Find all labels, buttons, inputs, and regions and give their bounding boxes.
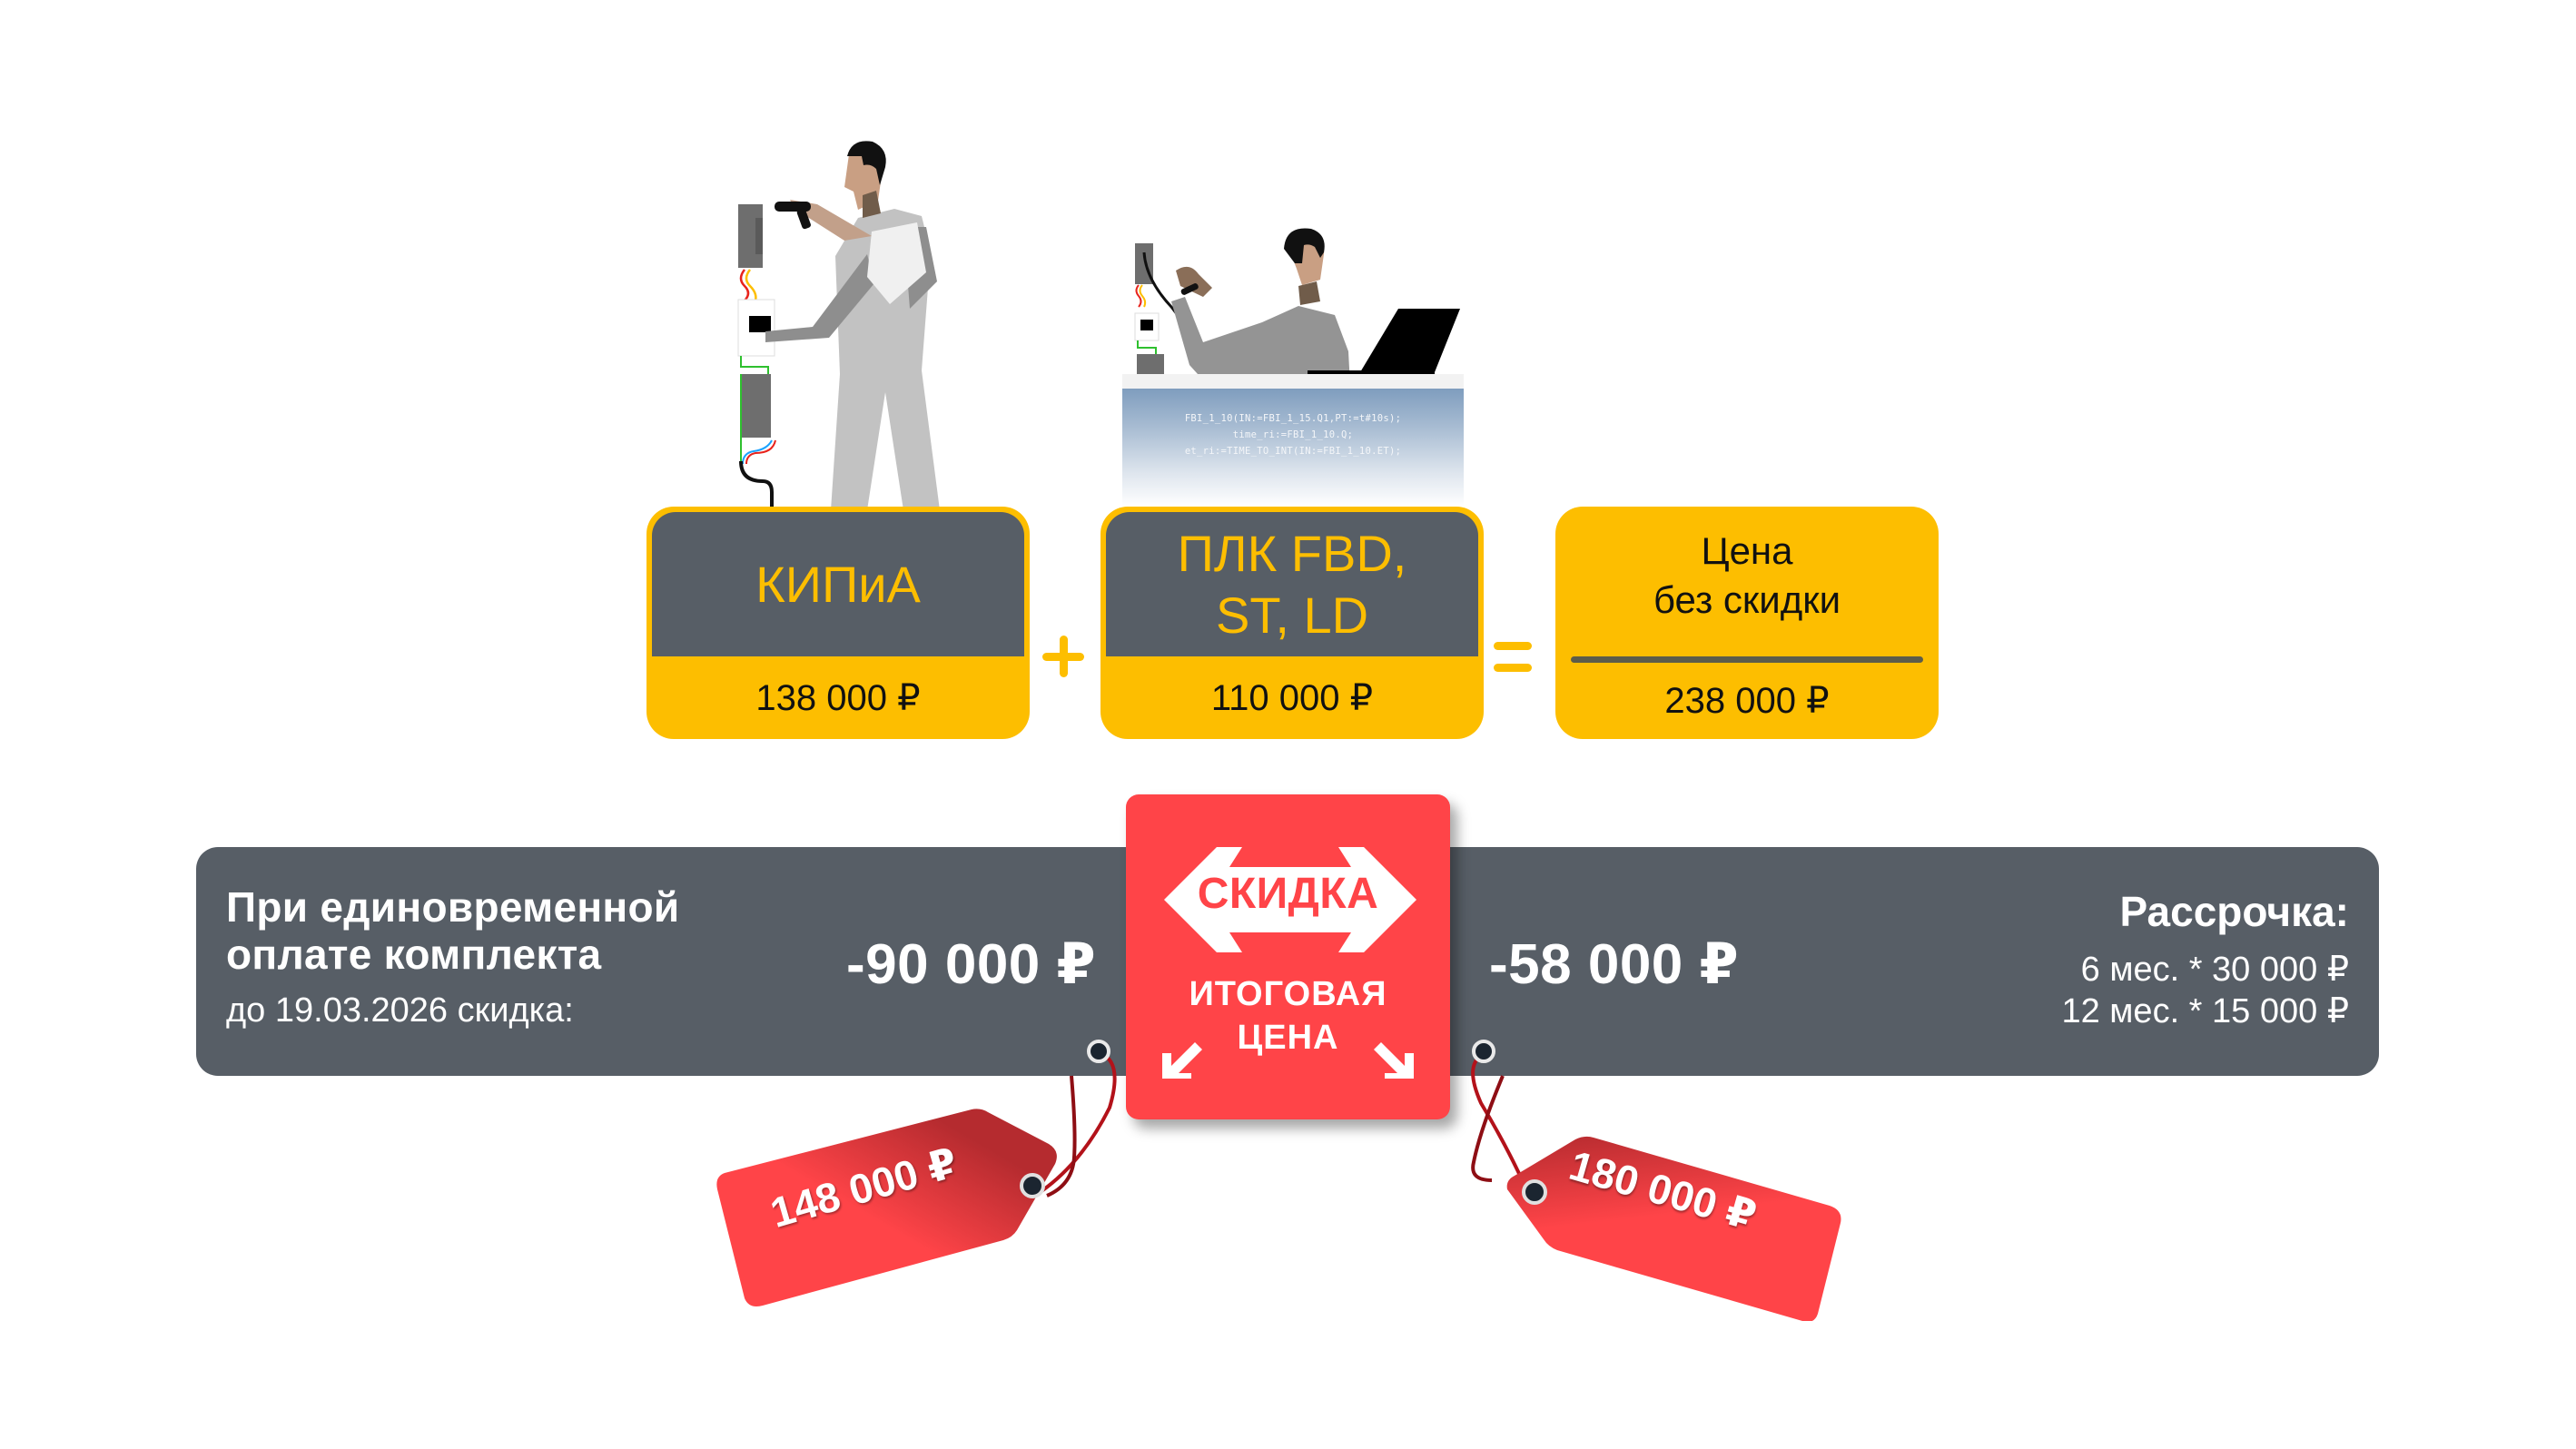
arrow-down-left-icon [1162,1042,1202,1079]
title-line: оплате комплекта [226,931,602,978]
installment-title: Рассрочка: [2119,888,2349,935]
card-price: 238 000 ₽ [1664,681,1830,721]
laptop-icon [1360,309,1460,372]
card-price: 110 000 ₽ [1210,677,1374,718]
grommet-icon [1087,1040,1110,1063]
arrow-down-right-icon [1374,1042,1414,1079]
badge-discount-label: СКИДКА [1197,870,1379,918]
total-label-line: Цена [1701,529,1793,572]
badge-line: ИТОГОВАЯ [1189,975,1387,1013]
card-title: КИПиА [652,512,1024,656]
technician-illustration [737,141,940,510]
plus-icon [1042,636,1084,677]
total-label-line: без скидки [1653,578,1841,621]
card-title-line: ST, LD [1215,586,1369,644]
title-line: При единовременной [226,883,680,931]
installment-option: 12 мес. * 15 000 ₽ [2061,992,2349,1030]
course-card-kipia: КИПиА 138 000 ₽ [646,507,1030,739]
double-arrow-icon [1164,847,1416,952]
price-tag-shape [716,1109,1057,1306]
total-price-card: Цена без скидки 238 000 ₽ [1555,507,1939,739]
one-time-payment-title: При единовременной оплате комплекта [226,883,679,978]
power-supply-module [742,374,771,438]
price-tag-installment: 180 000 ₽ [1471,1103,1852,1322]
card-title-line: ПЛК FBD, [1177,524,1407,582]
badge-line: ЦЕНА [1237,1019,1339,1057]
price-tag-shape [1506,1136,1841,1322]
code-line: time_ri:=FBI_1_10.Q; [1232,429,1354,440]
price-tag-one-time: 148 000 ₽ [708,1099,1071,1307]
installment-discount-amount: -58 000 ₽ [1489,933,1740,996]
card-title: ПЛК FBD, ST, LD [1106,512,1478,656]
installment-option: 6 мес. * 30 000 ₽ [2080,951,2349,989]
course-card-plc: ПЛК FBD, ST, LD 110 000 ₽ [1100,507,1484,739]
grommet-icon [1472,1040,1495,1063]
code-line: et_ri:=TIME_TO_INT(IN:=FBI_1_10.ET); [1184,446,1402,457]
discount-deadline: до 19.03.2026 скидка: [226,991,574,1030]
card-price: 138 000 ₽ [755,677,921,718]
one-time-discount-amount: -90 000 ₽ [846,933,1097,996]
final-price-badge: СКИДКА ИТОГОВАЯ ЦЕНА [1126,794,1450,1119]
total-label: Цена без скидки [1555,527,1939,625]
equals-icon [1494,642,1532,673]
divider [1571,656,1923,663]
badge-final-price-label: ИТОГОВАЯ ЦЕНА [1126,972,1450,1060]
code-line: FBI_1_10(IN:=FBI_1_15.Q1,PT:=t#10s); [1184,413,1402,424]
code-snippet-panel: FBI_1_10(IN:=FBI_1_15.Q1,PT:=t#10s); tim… [1122,374,1464,507]
